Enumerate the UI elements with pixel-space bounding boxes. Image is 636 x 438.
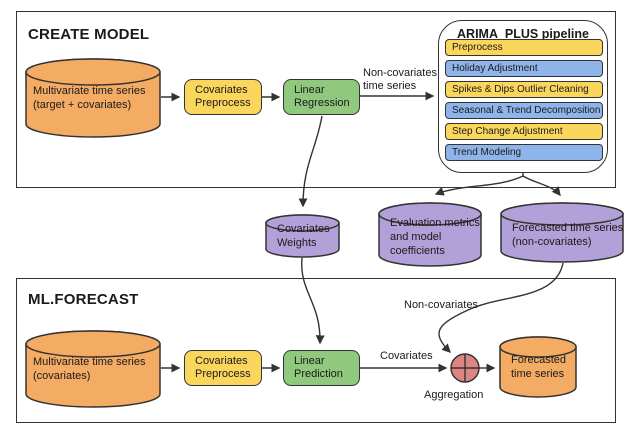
pipeline-step-preprocess: Preprocess [445, 39, 603, 56]
pipeline-step-spikes-dips: Spikes & Dips Outlier Cleaning [445, 81, 603, 98]
source-cylinder-create [25, 58, 161, 138]
aggregation-label: Aggregation [424, 389, 484, 401]
pipeline-step-seasonal-trend: Seasonal & Trend Decomposition [445, 102, 603, 119]
pipeline-step-holiday-adjustment: Holiday Adjustment [445, 60, 603, 77]
noncovariates-flow-label: Non-covariates [404, 299, 478, 311]
arima-plus-pipeline-title: ARIMA_PLUS pipeline [457, 27, 589, 41]
covariates-preprocess-box-create: Covariates Preprocess [184, 79, 262, 115]
covariates-weights-cylinder [265, 214, 340, 258]
arima-plus-pipeline: ARIMA_PLUS pipeline Preprocess Holiday A… [438, 20, 608, 173]
create-model-title: CREATE MODEL [28, 26, 150, 43]
pipeline-step-trend-modeling: Trend Modeling [445, 144, 603, 161]
noncovariates-time-series-label: Non-covariates time series [363, 67, 437, 92]
pipeline-step-step-change: Step Change Adjustment [445, 123, 603, 140]
evaluation-metrics-cylinder [378, 202, 482, 267]
ml-forecast-title: ML.FORECAST [28, 291, 139, 308]
covariates-flow-label: Covariates [380, 350, 433, 362]
source-cylinder-create-label: Multivariate time series (target + covar… [33, 85, 146, 111]
linear-regression-box: Linear Regression [283, 79, 360, 115]
covariates-preprocess-box-forecast: Covariates Preprocess [184, 350, 262, 386]
linear-prediction-box: Linear Prediction [283, 350, 360, 386]
forecast-noncovariates-label: Forecasted time series (non-covariates) [512, 222, 624, 248]
source-cylinder-forecast [25, 330, 161, 408]
source-cylinder-forecast-label: Multivariate time series (covariates) [33, 356, 146, 382]
covariates-weights-label: Covariates Weights [277, 223, 330, 249]
forecast-noncovariates-cylinder [500, 202, 624, 263]
evaluation-metrics-label: Evaluation metrics and model coefficient… [390, 217, 480, 257]
forecast-result-label: Forecasted time series [511, 354, 567, 380]
